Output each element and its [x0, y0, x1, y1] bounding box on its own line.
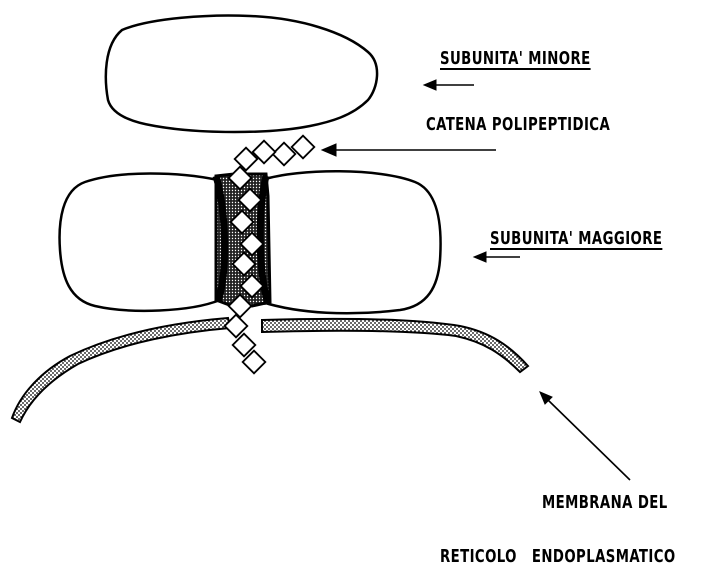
label-subunita-maggiore: SUBUNITA' MAGGIORE [490, 228, 662, 249]
label-catena-polipeptidica: CATENA POLIPEPTIDICA [426, 114, 610, 135]
er-membrane-left [12, 318, 230, 422]
small-subunit-shape [106, 16, 377, 132]
label-subunita-minore: SUBUNITA' MINORE [440, 48, 591, 69]
large-subunit-right-lobe [262, 171, 441, 313]
arrow-membrana [548, 400, 630, 480]
label-membrana-line1: MEMBRANA DEL [542, 492, 668, 513]
er-membrane-right [262, 319, 528, 372]
large-subunit-left-lobe [60, 174, 220, 311]
label-membrana-line2: RETICOLO ENDOPLASMATICO [440, 546, 676, 567]
